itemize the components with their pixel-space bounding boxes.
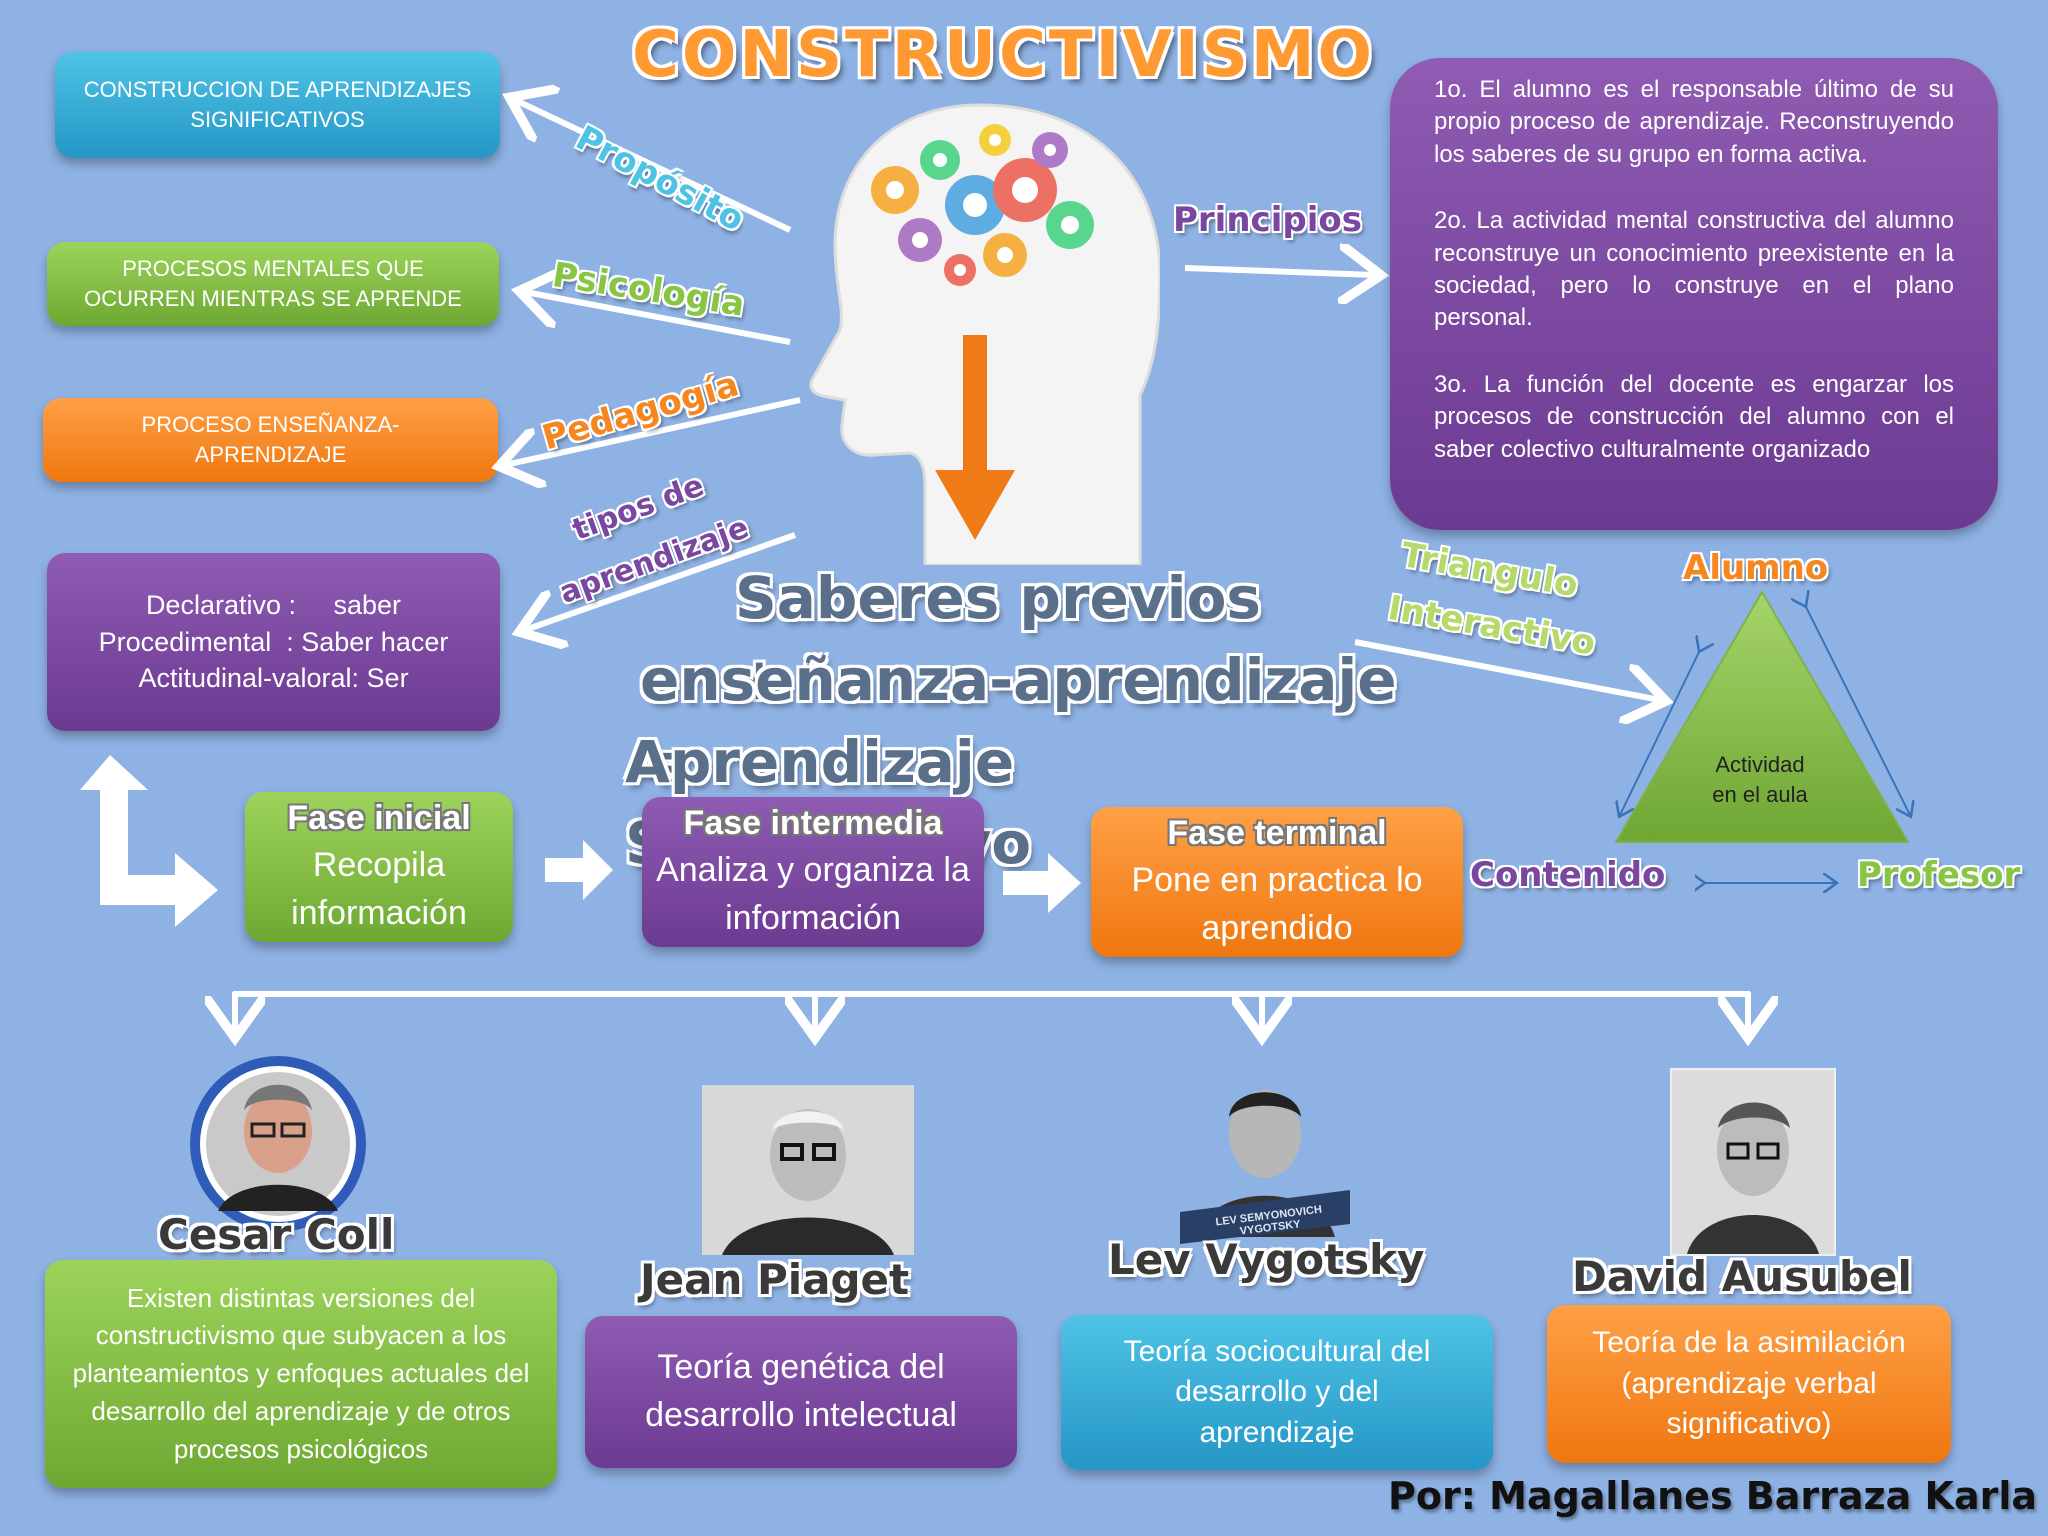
author-text-coll: Existen distintas versiones del construc… [72,1282,530,1464]
proposito-box: CONSTRUCCION DE APRENDIZAJES SIGNIFICATI… [55,52,500,158]
proposito-text: CONSTRUCCION DE APRENDIZAJES SIGNIFICATI… [83,77,472,132]
triangle-center-1: Actividad [1715,752,1805,777]
tipo-procedimental: Procedimental : Saber hacer [98,626,449,657]
author-box-coll: Existen distintas versiones del construc… [45,1260,557,1488]
gears-icon [871,124,1094,286]
down-arrow-icon [935,335,1015,540]
principios-box: 1o. El alumno es el responsable último d… [1390,58,1998,530]
tipos-box: Declarativo : saber Procedimental : Sabe… [47,553,500,731]
author-text-piaget: Teoría genética del desarrollo intelectu… [645,1348,957,1434]
phase-inicial: Fase inicial Recopila información [245,792,513,942]
author-name-vygotsky: Lev Vygotsky [1108,1235,1425,1284]
phase-intermedia-text: Analiza y organiza la información [656,851,989,937]
author-name-piaget: Jean Piaget [640,1255,910,1304]
author-box-vygotsky: Teoría sociocultural del desarrollo y de… [1061,1315,1493,1470]
author-text-vygotsky: Teoría sociocultural del desarrollo y de… [1123,1334,1431,1449]
pedagogia-box: PROCESO ENSEÑANZA-APRENDIZAJE [43,398,498,482]
arrow-triangulo [1354,639,1660,700]
phase-intermedia: Fase intermedia Analiza y organiza la in… [642,797,984,947]
author-name-ausubel: David Ausubel [1572,1252,1912,1301]
cesar-coll-photo [178,1056,378,1232]
phase-arrow-1 [545,840,613,900]
psicologia-box: PROCESOS MENTALES QUE OCURREN MIENTRAS S… [47,242,499,326]
principio-2: 2o. La actividad mental constructiva del… [1434,207,1954,332]
phase-terminal-text: Pone en practica lo aprendido [1131,861,1423,947]
phase-intermedia-title: Fase intermedia [683,804,943,843]
pedagogia-text: PROCESO ENSEÑANZA-APRENDIZAJE [141,412,400,467]
author-text-ausubel: Teoría de la asimilación (aprendizaje ve… [1592,1326,1906,1441]
jean-piaget-photo [702,1085,914,1255]
arrow-psicologia [525,292,791,345]
label-principios: Principios [1173,200,1362,240]
phase-inicial-title: Fase inicial [287,799,471,838]
tri-arrow-right [1805,605,1910,815]
phase-arrow-2 [1003,853,1081,913]
page-title: CONSTRUCTIVISMO [632,18,1375,92]
phase-inicial-text: Recopila información [291,846,467,932]
author-box-piaget: Teoría genética del desarrollo intelectu… [585,1316,1017,1468]
phase-terminal: Fase terminal Pone en practica lo aprend… [1091,807,1463,957]
triangle-top-label: Alumno [1683,548,1829,588]
formula-line1: Saberes previos + [735,564,1261,714]
triangle-right-label: Profesor [1857,855,2021,895]
triangle-center-2: en el aula [1712,782,1808,807]
tipo-declarativo: Declarativo : saber [145,590,402,621]
david-ausubel-photo [1670,1068,1836,1256]
tipo-actitudinal: Actitudinal-valoral: Ser [138,663,409,694]
lev-vygotsky-photo: LEV SEMYONOVICH VYGOTSKY [1170,1072,1360,1247]
formula-line2: enseñanza-aprendizaje = [640,646,1397,796]
psicologia-text: PROCESOS MENTALES QUE OCURREN MIENTRAS S… [84,256,462,311]
triangle-left-label: Contenido [1470,855,1666,895]
contenido-profesor-arrow [1695,868,1845,898]
arrow-principios [1184,268,1375,275]
principio-1: 1o. El alumno es el responsable último d… [1434,76,1954,168]
interactive-triangle [1614,580,1925,843]
tri-arrow-left [1620,650,1700,815]
authors-connector [0,991,2048,1060]
arrow-tipos [525,532,796,630]
elbow-arrow-icon [80,755,218,927]
principio-3: 3o. La función del docente es engarzar l… [1434,370,1954,463]
author-credit: Por: Magallanes Barraza Karla M. [1388,1474,2048,1518]
phase-terminal-title: Fase terminal [1167,814,1387,853]
author-box-ausubel: Teoría de la asimilación (aprendizaje ve… [1547,1305,1951,1463]
arrow-proposito [515,100,792,233]
author-name-coll: Cesar Coll [158,1210,395,1259]
arrow-pedagogia [505,397,801,465]
